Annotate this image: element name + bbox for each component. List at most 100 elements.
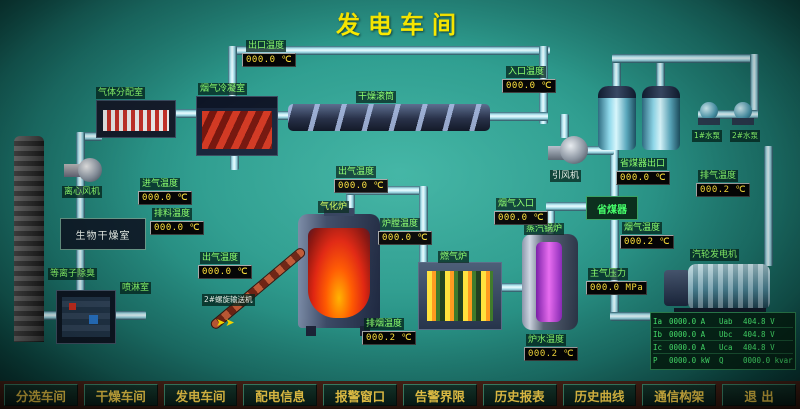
- panel-cell: 0000.0 A: [669, 342, 706, 352]
- gasifier: [298, 208, 380, 336]
- pipe-segment: [419, 186, 428, 268]
- bottom-nav-bar: 分选车间 干燥车间 发电车间 配电信息 报警窗口 告警界限 历史报表 历史曲线 …: [0, 381, 800, 409]
- economizer: 省煤器: [586, 196, 638, 220]
- panel-cell: Ib: [653, 329, 663, 339]
- display-discharge-temp: 000.0 ℃: [150, 221, 205, 235]
- label-screw-conveyor: 2#螺旋输送机: [202, 294, 255, 306]
- panel-cell: P: [653, 356, 658, 365]
- panel-cell: Uab: [719, 316, 733, 326]
- nav-drying-workshop-button[interactable]: 干燥车间: [83, 384, 158, 406]
- label-economizer-outlet: 省煤器出口: [618, 158, 668, 170]
- label-pump-2: 2#水泵: [730, 130, 761, 142]
- label-drying-drum: 干燥滚筒: [356, 91, 397, 103]
- panel-cell: Ia: [653, 316, 663, 326]
- water-tank-2: [642, 86, 680, 150]
- nav-alarm-window-button[interactable]: 报警窗口: [323, 384, 397, 406]
- turbine-section: [664, 270, 690, 306]
- label-furnace-chamber: 炉膛温度: [380, 218, 421, 230]
- label-spray-room: 喷淋室: [120, 282, 152, 294]
- label-gas-distribution: 气体分配室: [96, 87, 146, 99]
- label-plasma-deodorizer: 等离子除臭: [48, 268, 98, 280]
- panel-cell: Q: [719, 356, 724, 365]
- condenser-elements: [202, 111, 272, 149]
- display-intake-temp: 000.0 ℃: [138, 191, 193, 205]
- drying-drum: [288, 104, 490, 131]
- gas-furnace: [418, 262, 502, 330]
- gasifier-leg-left: [306, 326, 316, 336]
- display-economizer-outlet: 000.0 ℃: [616, 171, 671, 185]
- nav-exit-button[interactable]: 退 出: [722, 384, 796, 406]
- bio-drying-room: 生物干燥室: [60, 218, 146, 250]
- spray-indicator-red: [69, 303, 76, 310]
- pipe-segment: [488, 112, 548, 121]
- pipe-segment: [114, 311, 146, 320]
- label-fluegas-inlet: 烟气入口: [496, 198, 537, 210]
- panel-row: Ic 0000.0 A Uca 404.8 V: [653, 341, 793, 354]
- nav-power-workshop-button[interactable]: 发电车间: [163, 384, 238, 406]
- nav-power-distribution-button[interactable]: 配电信息: [243, 384, 318, 406]
- panel-row: P 0000.0 kW Q 0000.0 kvar: [653, 354, 793, 367]
- nav-history-report-button[interactable]: 历史报表: [482, 384, 557, 406]
- nav-alarm-limits-button[interactable]: 告警界限: [402, 384, 477, 406]
- label-main-steam-pressure: 主气压力: [588, 268, 629, 280]
- water-tank-1: [598, 86, 636, 150]
- spray-indicator-blue: [89, 315, 98, 324]
- gasifier-flame: [308, 228, 370, 318]
- panel-cell: 0000.0 kW: [669, 356, 710, 365]
- label-boiler-water: 炉水温度: [526, 334, 567, 346]
- display-furnace-chamber: 000.0 ℃: [378, 231, 433, 245]
- flow-arrows: ➤➤: [216, 316, 235, 329]
- spray-chamber: [56, 290, 116, 344]
- induced-draft-fan: [546, 132, 590, 168]
- display-outgas-center: 000.0 ℃: [334, 179, 389, 193]
- panel-cell: Ubc: [719, 329, 733, 339]
- id-fan-volute-icon: [560, 136, 588, 164]
- label-outgas-center: 出气温度: [336, 166, 377, 178]
- pump1-base: [698, 118, 720, 125]
- generator-body: [688, 264, 770, 310]
- pipe-segment: [610, 216, 619, 318]
- label-gasifier: 气化炉: [318, 201, 350, 213]
- label-centrifugal-fan: 离心风机: [62, 186, 103, 198]
- label-pump-1: 1#水泵: [692, 130, 723, 142]
- panel-cell: 404.8 V: [743, 342, 775, 352]
- tank1-cap: [598, 86, 636, 98]
- tank2-cap: [642, 86, 680, 98]
- steam-boiler: [522, 234, 578, 330]
- centrifugal-fan: [64, 156, 106, 184]
- panel-row: Ia 0000.0 A Uab 404.8 V: [653, 315, 793, 328]
- distribution-tubes: [103, 110, 169, 131]
- fan-volute-icon: [78, 158, 102, 182]
- panel-cell: Ic: [653, 342, 663, 352]
- label-fluegas-temp: 烟气温度: [622, 222, 663, 234]
- pipe-segment: [176, 109, 198, 118]
- display-main-steam-pressure: 000.0 MPa: [586, 281, 648, 295]
- boiler-core: [536, 242, 562, 322]
- gas-distribution-chamber: [96, 100, 176, 138]
- pipe-segment: [612, 54, 758, 63]
- condenser-top-band: [197, 97, 277, 108]
- chimney: [14, 136, 44, 342]
- flue-gas-condenser: [196, 96, 278, 156]
- display-outgas-left: 000.0 ℃: [198, 265, 253, 279]
- economizer-label: 省煤器: [597, 204, 627, 216]
- nav-comm-framework-button[interactable]: 通信构架: [642, 384, 717, 406]
- panel-cell: 0000.0 kvar: [743, 356, 793, 365]
- bio-drying-room-label: 生物干燥室: [75, 230, 131, 242]
- label-flue-condenser: 烟气冷凝室: [198, 83, 248, 95]
- display-inlet-temp: 000.0 ℃: [502, 79, 557, 93]
- label-turbine-generator: 汽轮发电机: [690, 249, 740, 261]
- gas-furnace-flames: [427, 271, 493, 321]
- panel-row: Ib 0000.0 A Ubc 404.8 V: [653, 328, 793, 341]
- label-outgas-left: 出气温度: [200, 252, 241, 264]
- panel-cell: 404.8 V: [743, 316, 775, 326]
- display-smoke-exhaust: 000.2 ℃: [362, 331, 417, 345]
- display-boiler-water: 000.2 ℃: [524, 347, 579, 361]
- water-pump-2: [732, 102, 754, 126]
- label-gas-furnace: 燃气炉: [438, 251, 470, 263]
- label-smoke-exhaust: 排烟温度: [364, 318, 405, 330]
- label-exhaust-temp: 排气温度: [698, 170, 739, 182]
- nav-history-curve-button[interactable]: 历史曲线: [562, 384, 637, 406]
- nav-sorting-workshop-button[interactable]: 分选车间: [4, 384, 78, 406]
